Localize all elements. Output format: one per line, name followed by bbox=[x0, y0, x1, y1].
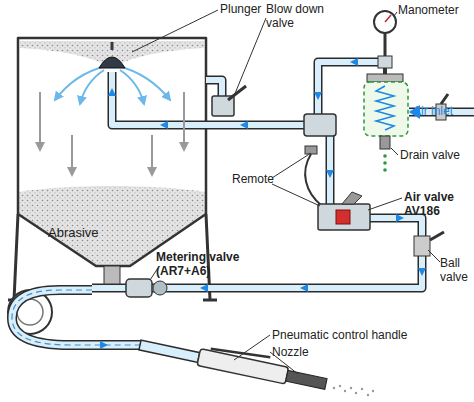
hose-inner bbox=[12, 290, 142, 345]
leader-line bbox=[428, 250, 440, 262]
flow-arrow bbox=[240, 121, 248, 129]
spray-dot bbox=[350, 387, 352, 389]
spray-dot bbox=[344, 390, 346, 392]
air-valve-port bbox=[342, 192, 362, 204]
flow-arrow bbox=[350, 58, 358, 66]
flow-arrow bbox=[300, 284, 308, 292]
inlet-lever bbox=[441, 94, 448, 104]
tank-leg bbox=[8, 214, 22, 300]
spray-dot bbox=[339, 385, 341, 387]
gauge-needle bbox=[385, 15, 391, 22]
metering-valve-knob bbox=[153, 281, 167, 295]
air-arrow bbox=[120, 70, 144, 104]
flow-arrow bbox=[200, 284, 208, 292]
air-pipes bbox=[12, 62, 474, 345]
separator-spring bbox=[376, 86, 394, 130]
pressure-tank: Abrasive bbox=[16, 34, 210, 274]
remote-line bbox=[305, 154, 322, 206]
tank-content-label: Abrasive bbox=[48, 225, 99, 240]
leader-line bbox=[272, 153, 311, 178]
metering-valve-body bbox=[126, 279, 152, 297]
blow-down-valve bbox=[212, 86, 246, 116]
spray-dot bbox=[333, 387, 335, 389]
pipe-inner bbox=[112, 62, 385, 125]
hose-outline bbox=[12, 290, 142, 345]
tank-air-arrows bbox=[40, 66, 184, 175]
pipe-outline bbox=[112, 62, 385, 125]
ball-valve-body bbox=[414, 236, 430, 256]
manometer bbox=[374, 11, 396, 68]
separator-bowl bbox=[364, 82, 408, 136]
flow-arrow bbox=[100, 341, 108, 349]
flow-arrow bbox=[314, 92, 322, 100]
abrasive-arrow bbox=[151, 135, 153, 175]
spray-dot bbox=[367, 394, 369, 396]
ball-valve bbox=[414, 232, 444, 256]
part-label: Air valve AV186 bbox=[404, 190, 462, 218]
hose-flow bbox=[12, 290, 142, 345]
air-arrow bbox=[118, 66, 170, 100]
spray bbox=[333, 385, 374, 396]
air-arrow bbox=[80, 70, 104, 104]
spray-dot bbox=[361, 388, 363, 390]
spray-dot bbox=[372, 390, 374, 392]
leader-line bbox=[234, 18, 266, 96]
pipe-inner bbox=[206, 80, 222, 96]
pipe-outline bbox=[326, 132, 335, 205]
leader-line bbox=[391, 148, 398, 155]
air-valve-body bbox=[318, 204, 370, 230]
drain-valve-body bbox=[380, 136, 390, 149]
ball-valve-lever bbox=[430, 232, 444, 240]
part-label: Air inlet bbox=[413, 104, 453, 118]
part-label: Ball valve bbox=[440, 256, 474, 284]
handle-lever bbox=[211, 345, 271, 361]
flow-arrow bbox=[396, 214, 404, 222]
drain-drop bbox=[383, 161, 387, 165]
remote-fitting bbox=[305, 146, 317, 154]
t-fitting-body bbox=[304, 114, 336, 136]
flow-arrow bbox=[160, 121, 168, 129]
flow-arrow bbox=[418, 268, 426, 276]
part-label: Pneumatic control handle bbox=[272, 328, 407, 342]
junction-fitting bbox=[378, 56, 392, 68]
hose-end bbox=[139, 340, 200, 362]
plunger-stem bbox=[111, 42, 114, 50]
hopper-sand bbox=[20, 41, 204, 64]
flow-arrow bbox=[326, 170, 334, 178]
part-label: Manometer bbox=[398, 3, 459, 17]
drain-drop bbox=[383, 168, 387, 172]
gauge-dial bbox=[374, 11, 396, 33]
spray-dot bbox=[355, 392, 357, 394]
air-valve bbox=[318, 192, 370, 230]
leader-line bbox=[272, 184, 320, 206]
part-label: Drain valve bbox=[400, 148, 460, 162]
part-label: Metering valve (AR7+A6) bbox=[156, 250, 248, 278]
air-valve-piston bbox=[336, 210, 350, 224]
pipe-outline bbox=[206, 80, 222, 96]
drain-drop bbox=[383, 154, 387, 158]
tank-neck bbox=[104, 266, 120, 284]
abrasive-arrow bbox=[71, 135, 73, 175]
pipe-inner bbox=[327, 132, 333, 205]
abrasive-arrow bbox=[39, 92, 41, 150]
t-fitting bbox=[304, 114, 336, 206]
part-label: Plunger bbox=[220, 2, 261, 16]
part-label: Blow down valve bbox=[266, 2, 328, 30]
leader-line bbox=[368, 198, 402, 210]
leader-line bbox=[394, 12, 397, 16]
nozzle bbox=[286, 370, 327, 389]
tank-wall bbox=[18, 38, 206, 266]
air-arrow bbox=[55, 66, 106, 100]
tank-outline bbox=[16, 34, 210, 274]
part-label: Nozzle bbox=[272, 345, 309, 359]
separator-cap bbox=[367, 74, 403, 82]
abrasive-arrow bbox=[183, 92, 185, 150]
flow-arrow bbox=[108, 88, 116, 96]
part-label: Remote bbox=[232, 172, 274, 186]
leader-line bbox=[234, 335, 270, 360]
